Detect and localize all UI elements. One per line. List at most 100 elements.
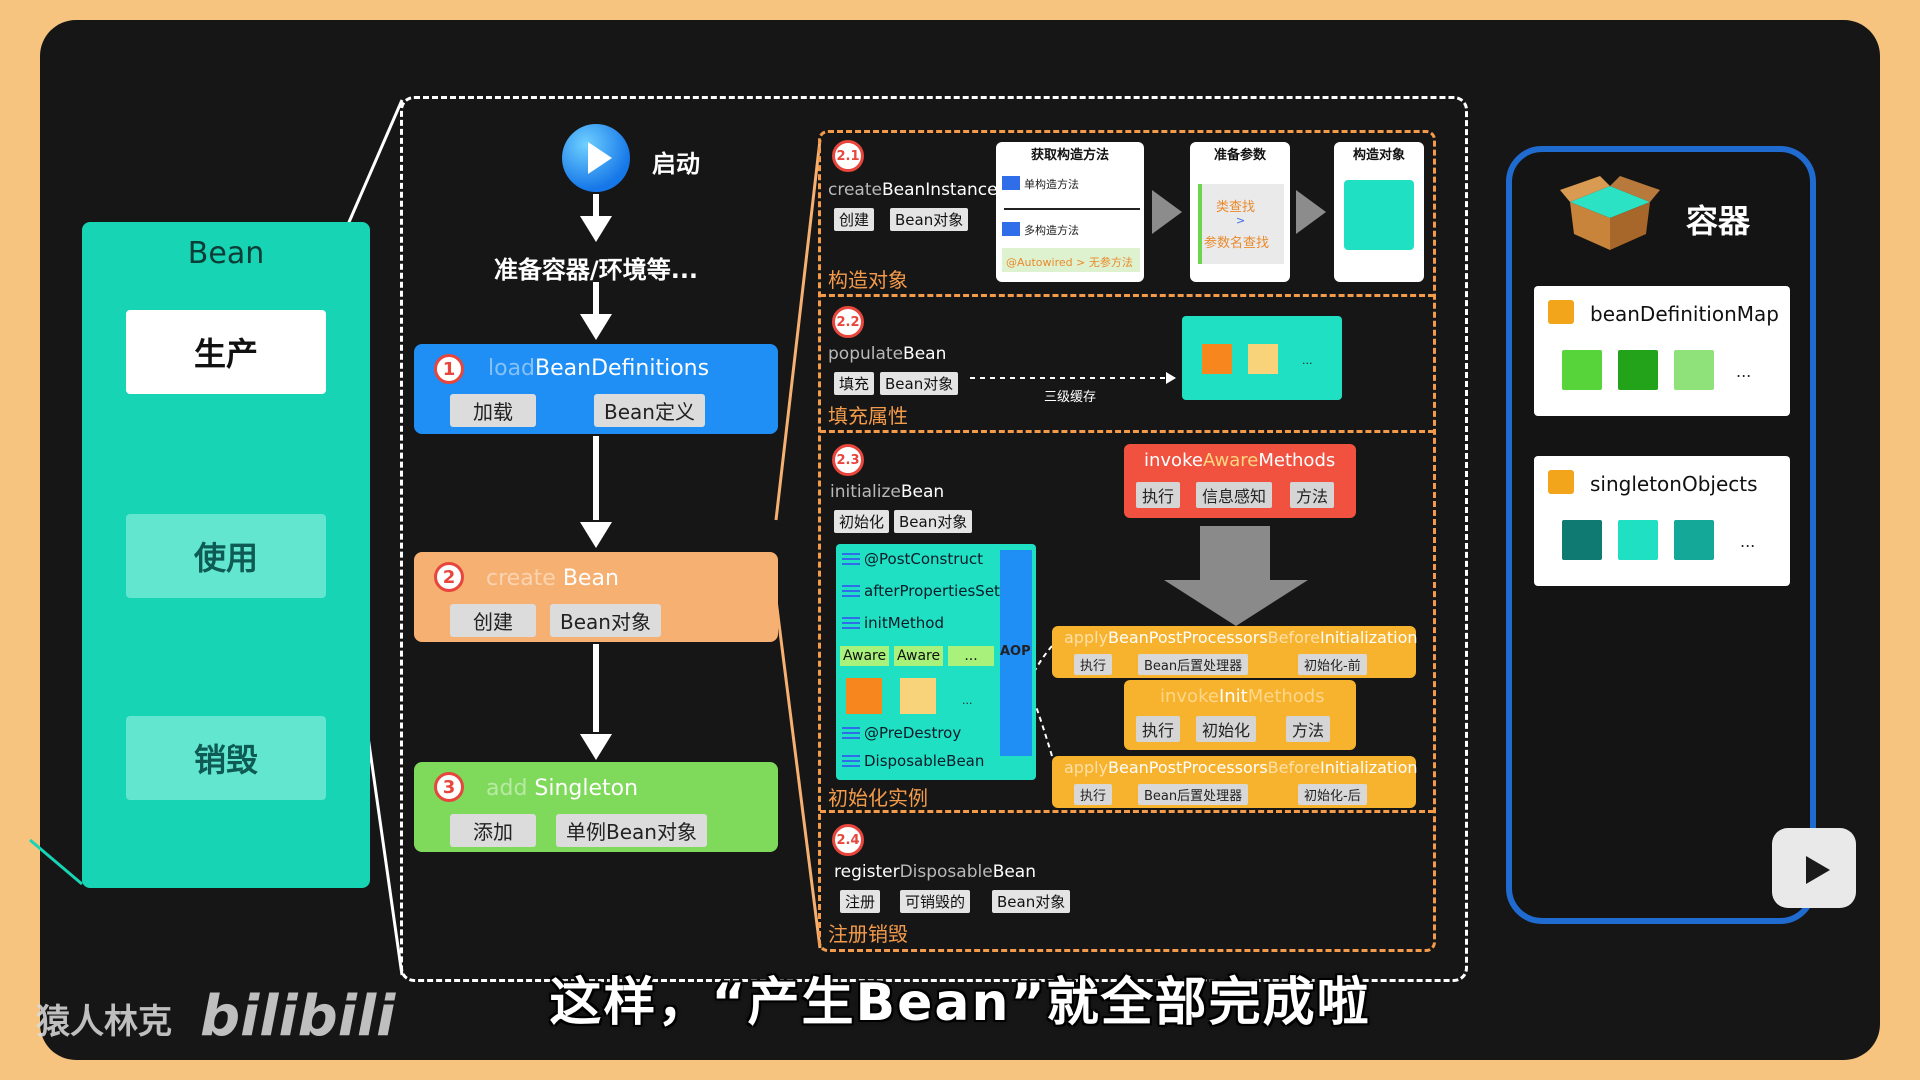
box-title: applyBeanPostProcessorsBeforeInitializat… [1064,758,1418,777]
sub-step-chip: 创建 [834,208,875,231]
property-swatch [1202,344,1232,374]
box-chip: 执行 [1074,654,1113,675]
sub-step-chip: 可销毁的 [900,890,971,913]
arrow-down-tip [1164,580,1308,626]
arrow-down-icon [580,734,612,760]
list-item: initMethod [842,614,944,632]
map-swatch [1674,350,1714,390]
init-swatch [846,678,882,714]
cache-label: 三级缓存 [1044,390,1097,405]
arrow-down-icon [1200,526,1270,580]
section-divider [820,430,1434,433]
play-icon [562,124,630,192]
map-swatch [1618,520,1658,560]
step-number-badge: 3 [434,772,464,802]
stage-produce: 生产 [126,310,326,394]
sub-step-caption: 初始化实例 [828,786,928,810]
aware-chip: Aware [894,646,944,666]
flow-line [593,194,599,228]
sub-step-title: createBeanInstance [828,180,998,200]
flow-line [593,644,599,732]
production-flow-frame [400,96,1468,982]
card-line: 参数名查找 [1204,236,1270,251]
watermark-author: 猿人林克 [36,1002,172,1042]
step-number-badge: 2 [434,562,464,592]
flow-line [593,282,599,318]
flow-line [593,436,599,520]
aop-label: AOP [1000,644,1031,659]
sub-step-badge: 2.2 [832,306,864,338]
list-item: @PostConstruct [842,550,983,568]
sub-step-chip: 初始化 [834,510,890,533]
list-icon [842,584,860,598]
sub-step-title: registerDisposableBean [834,862,1037,882]
sub-step-caption: 填充属性 [828,404,908,428]
list-icon [842,726,860,740]
box-chip: 执行 [1136,716,1181,742]
step-chip: 创建 [450,604,536,637]
arrow-right-icon [1296,190,1326,234]
briefcase-icon [1002,222,1020,236]
sub-step-title: populateBean [828,344,947,364]
arrow-down-icon [580,216,612,242]
card-head: 构造对象 [1352,148,1405,163]
box-title: invokeInitMethods [1160,686,1325,707]
box-chip: 初始化-前 [1298,654,1367,675]
list-icon [842,754,860,768]
list-item: afterPropertiesSet [842,582,1000,600]
folder-icon [1548,470,1574,494]
box-chip: 初始化-后 [1298,784,1367,805]
card-line: @Autowired > 无参方法 [1006,256,1133,269]
step-title: create Bean [486,566,619,591]
list-icon [842,616,860,630]
card-line: 多构造方法 [1024,224,1079,237]
arrow-down-icon [580,314,612,340]
more-dots: ... [1302,354,1313,367]
step-chip: Bean对象 [550,604,661,637]
briefcase-icon [1002,176,1020,190]
bean-object-placeholder [1344,180,1414,250]
section-divider [820,810,1434,813]
card-line: 单构造方法 [1024,178,1079,191]
box-chip: 信息感知 [1196,482,1273,508]
autowired-highlight [1002,248,1140,272]
more-dots: ... [1740,532,1756,551]
stage-use: 使用 [126,514,326,598]
box-chip: 执行 [1136,482,1181,508]
card-head: 准备参数 [1213,148,1266,163]
property-swatch [1248,344,1278,374]
card-line: > [1236,214,1246,227]
sub-step-chip: Bean对象 [890,208,969,231]
sub-step-chip: 填充 [834,372,875,395]
sub-step-caption: 构造对象 [828,268,908,292]
sub-step-badge: 2.4 [832,824,864,856]
step-chip: 单例Bean对象 [556,814,707,847]
sub-step-title: initializeBean [830,482,945,502]
box-chip: 方法 [1286,716,1331,742]
box-title: invokeAwareMethods [1144,450,1336,471]
sub-step-chip: 注册 [840,890,881,913]
sub-step-badge: 2.3 [832,444,864,476]
tv-icon [1772,828,1856,908]
map-title: beanDefinitionMap [1590,302,1779,326]
init-swatch [900,678,936,714]
box-chip: Bean后置处理器 [1138,784,1249,805]
map-swatch [1674,520,1714,560]
more-dots: ... [1736,362,1752,381]
prepare-label: 准备容器/环境等... [493,256,699,284]
step-title: add Singleton [486,776,639,801]
param-lookup-box [1198,184,1284,264]
map-swatch [1618,350,1658,390]
step-chip: 添加 [450,814,536,847]
arrow-right-icon [1152,190,1182,234]
bilibili-logo: bilibili [200,984,396,1049]
box-chip: 方法 [1290,482,1335,508]
more-dots: ... [962,694,973,707]
step-chip: 加载 [450,394,536,427]
aop-bar [1000,550,1032,756]
list-icon [842,552,860,566]
create-bean-detail-frame [818,130,1436,952]
arrow-down-icon [580,522,612,548]
sub-step-caption: 注册销毁 [828,922,908,946]
sub-step-chip: Bean对象 [992,890,1071,913]
